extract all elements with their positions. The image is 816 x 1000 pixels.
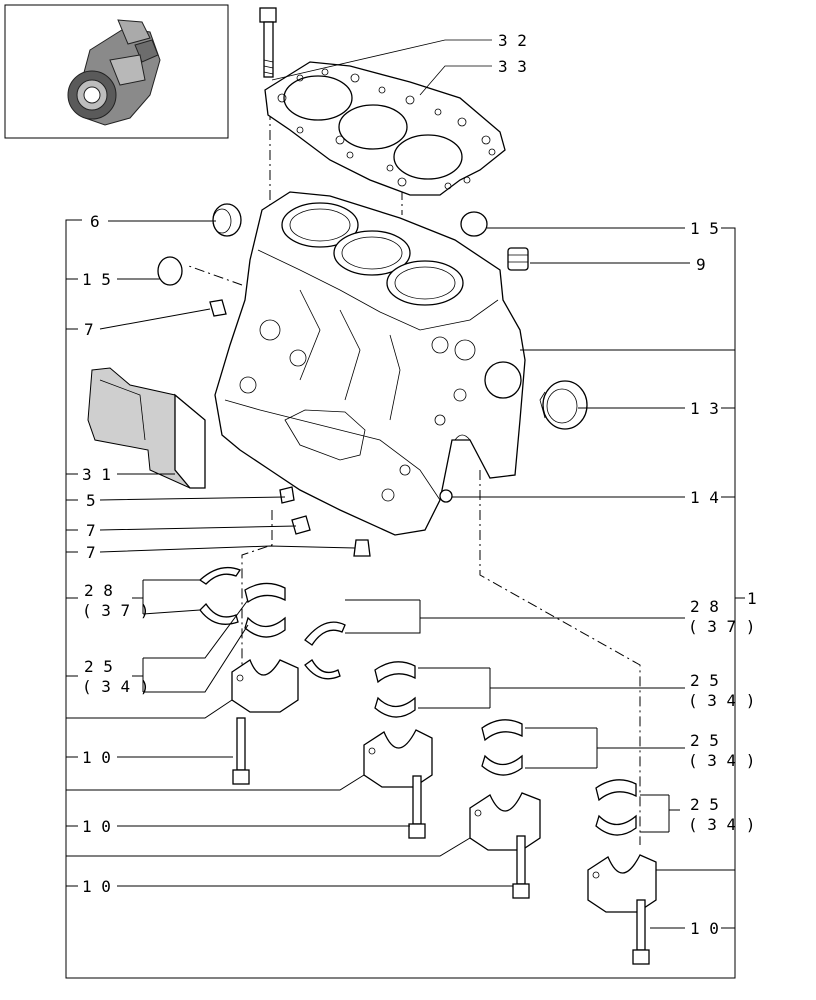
callout-28-right: 2 8 bbox=[690, 597, 719, 616]
callout-28-left: 2 8 bbox=[84, 581, 113, 600]
callout-25-d: 2 5 bbox=[690, 795, 719, 814]
callout-25-b: 2 5 bbox=[690, 671, 719, 690]
core-plug-6 bbox=[212, 203, 242, 237]
bearing-shell-25-c bbox=[481, 719, 523, 776]
callout-10-c: 1 0 bbox=[82, 877, 111, 896]
bearing-cap-3 bbox=[469, 792, 541, 851]
head-bolt-part bbox=[259, 7, 277, 78]
callout-7-lower: 7 bbox=[86, 543, 96, 562]
bearing-shell-25-b bbox=[374, 661, 416, 718]
callout-7-mid: 7 bbox=[86, 521, 96, 540]
cap-bolt-10-a bbox=[232, 717, 250, 785]
callout-13: 1 3 bbox=[690, 399, 719, 418]
callout-37-right: ( 3 7 ) bbox=[688, 617, 755, 636]
callout-37-left: ( 3 7 ) bbox=[82, 601, 149, 620]
plug-7-lower bbox=[353, 539, 371, 557]
thumbnail-inset bbox=[4, 4, 229, 139]
callout-15-right: 1 5 bbox=[690, 219, 719, 238]
callout-32: 3 2 bbox=[498, 31, 527, 50]
plug-7-mid bbox=[291, 515, 311, 535]
centerline-block bbox=[185, 264, 243, 286]
callout-10-a: 1 0 bbox=[82, 748, 111, 767]
callout-7-upper: 7 bbox=[84, 320, 94, 339]
bearing-shell-25-d bbox=[595, 779, 637, 836]
bearing-cap-2 bbox=[363, 729, 433, 788]
callout-14: 1 4 bbox=[690, 488, 719, 507]
leader-lines bbox=[66, 39, 735, 929]
centerline-left bbox=[241, 510, 273, 690]
callout-5: 5 bbox=[86, 491, 96, 510]
cap-bolt-10-b bbox=[408, 775, 426, 839]
cap-bolt-10-c bbox=[512, 835, 530, 899]
callout-10-b: 1 0 bbox=[82, 817, 111, 836]
thrust-bearing-28-right bbox=[304, 621, 346, 680]
cap-bolt-10-d bbox=[632, 899, 650, 965]
core-plug-15-left bbox=[157, 256, 183, 286]
plug-5 bbox=[279, 486, 295, 504]
cylinder-block-part bbox=[214, 191, 526, 536]
callout-15-left: 1 5 bbox=[82, 270, 111, 289]
core-plug-15-right bbox=[460, 211, 488, 237]
callout-25-left: 2 5 bbox=[84, 657, 113, 676]
fitting-9 bbox=[507, 247, 529, 271]
callout-10-d: 1 0 bbox=[690, 919, 719, 938]
callout-labels: 3 2 3 3 6 1 5 1 5 9 7 1 3 3 1 5 1 4 7 7 … bbox=[82, 31, 757, 938]
thrust-bearing-28-left bbox=[198, 566, 241, 625]
head-gasket-part bbox=[264, 61, 506, 196]
callout-34-c: ( 3 4 ) bbox=[688, 751, 755, 770]
callout-34-b: ( 3 4 ) bbox=[688, 691, 755, 710]
callout-34-d: ( 3 4 ) bbox=[688, 815, 755, 834]
callout-9: 9 bbox=[696, 255, 706, 274]
callout-1: 1 bbox=[747, 589, 757, 608]
plug-14 bbox=[439, 489, 453, 503]
plug-7-upper bbox=[209, 299, 227, 317]
engine-thumbnail-icon bbox=[67, 19, 161, 126]
side-cover-31 bbox=[87, 367, 206, 489]
bearing-cap-4 bbox=[587, 854, 657, 913]
callout-6: 6 bbox=[90, 212, 100, 231]
callout-33: 3 3 bbox=[498, 57, 527, 76]
assembly-bracket bbox=[65, 219, 745, 979]
bearing-shell-25-a bbox=[244, 582, 286, 638]
callout-34-left: ( 3 4 ) bbox=[82, 677, 149, 696]
callout-31: 3 1 bbox=[82, 465, 111, 484]
callout-25-c: 2 5 bbox=[690, 731, 719, 750]
bearing-cap-1 bbox=[231, 659, 299, 713]
bushing-13 bbox=[539, 380, 588, 430]
